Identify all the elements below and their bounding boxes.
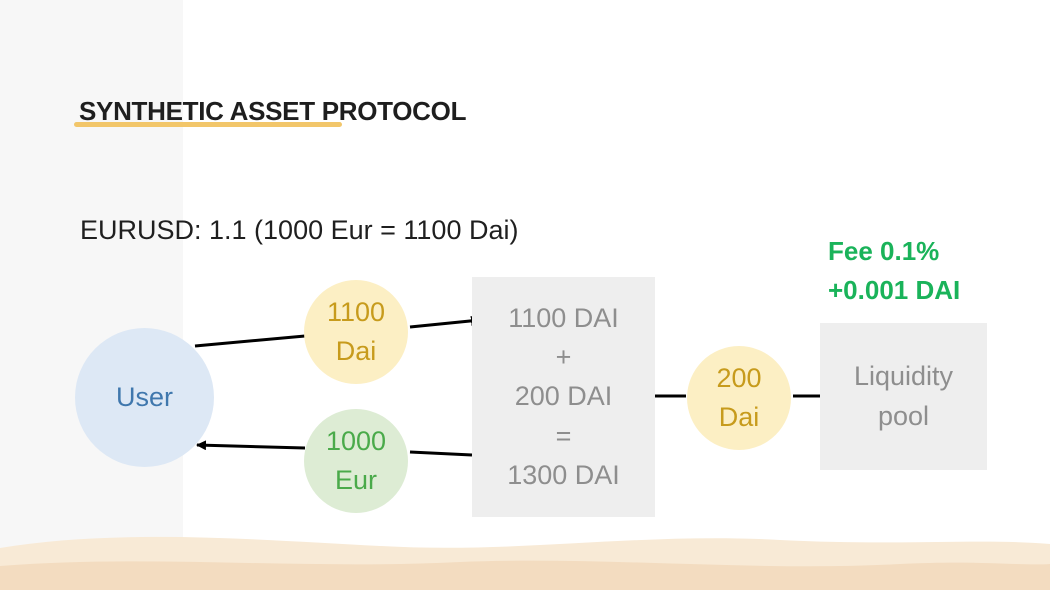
arrow-payment-to-box [409, 315, 481, 329]
collateral-calculation-box: 1100 DAI + 200 DAI = 1300 DAI [472, 277, 655, 517]
liquidity-pool-box: Liquidity pool [820, 323, 987, 470]
fee-amount: +0.001 DAI [828, 275, 961, 305]
decorative-sand-waves [0, 536, 1050, 590]
liquidity-pool-label-line2: pool [877, 400, 930, 431]
fee-label: Fee 0.1% [828, 236, 940, 266]
user-node: User [75, 328, 214, 467]
pool-dai-currency: Dai [718, 402, 760, 432]
left-background-band [0, 0, 183, 590]
pool-dai-amount: 200 [716, 362, 762, 393]
exchange-rate-text: EURUSD: 1.1 (1000 Eur = 1100 Dai) [80, 215, 519, 245]
calc-line: 1300 DAI [507, 459, 620, 490]
dai-payment-node: 1100 Dai [304, 280, 408, 384]
title-underline [74, 122, 342, 127]
pool-dai-node: 200 Dai [687, 346, 791, 450]
arrow-user-to-payment [194, 334, 306, 348]
eur-payout-amount: 1000 [325, 425, 387, 456]
user-label: User [115, 381, 173, 412]
calc-line: 200 DAI [514, 381, 613, 412]
eur-payout-currency: Eur [334, 465, 378, 495]
arrow-box-to-eur [409, 450, 473, 457]
arrow-eur-to-user [196, 440, 306, 451]
calc-line: + [555, 342, 572, 373]
eur-payout-node: 1000 Eur [304, 409, 408, 513]
liquidity-pool-label-line1: Liquidity [853, 361, 954, 392]
calc-line: = [555, 420, 572, 451]
dai-payment-currency: Dai [335, 336, 377, 366]
dai-payment-amount: 1100 [326, 296, 386, 327]
calc-line: 1100 DAI [508, 303, 619, 334]
page-title: SYNTHETIC ASSET PROTOCOL [79, 96, 467, 126]
